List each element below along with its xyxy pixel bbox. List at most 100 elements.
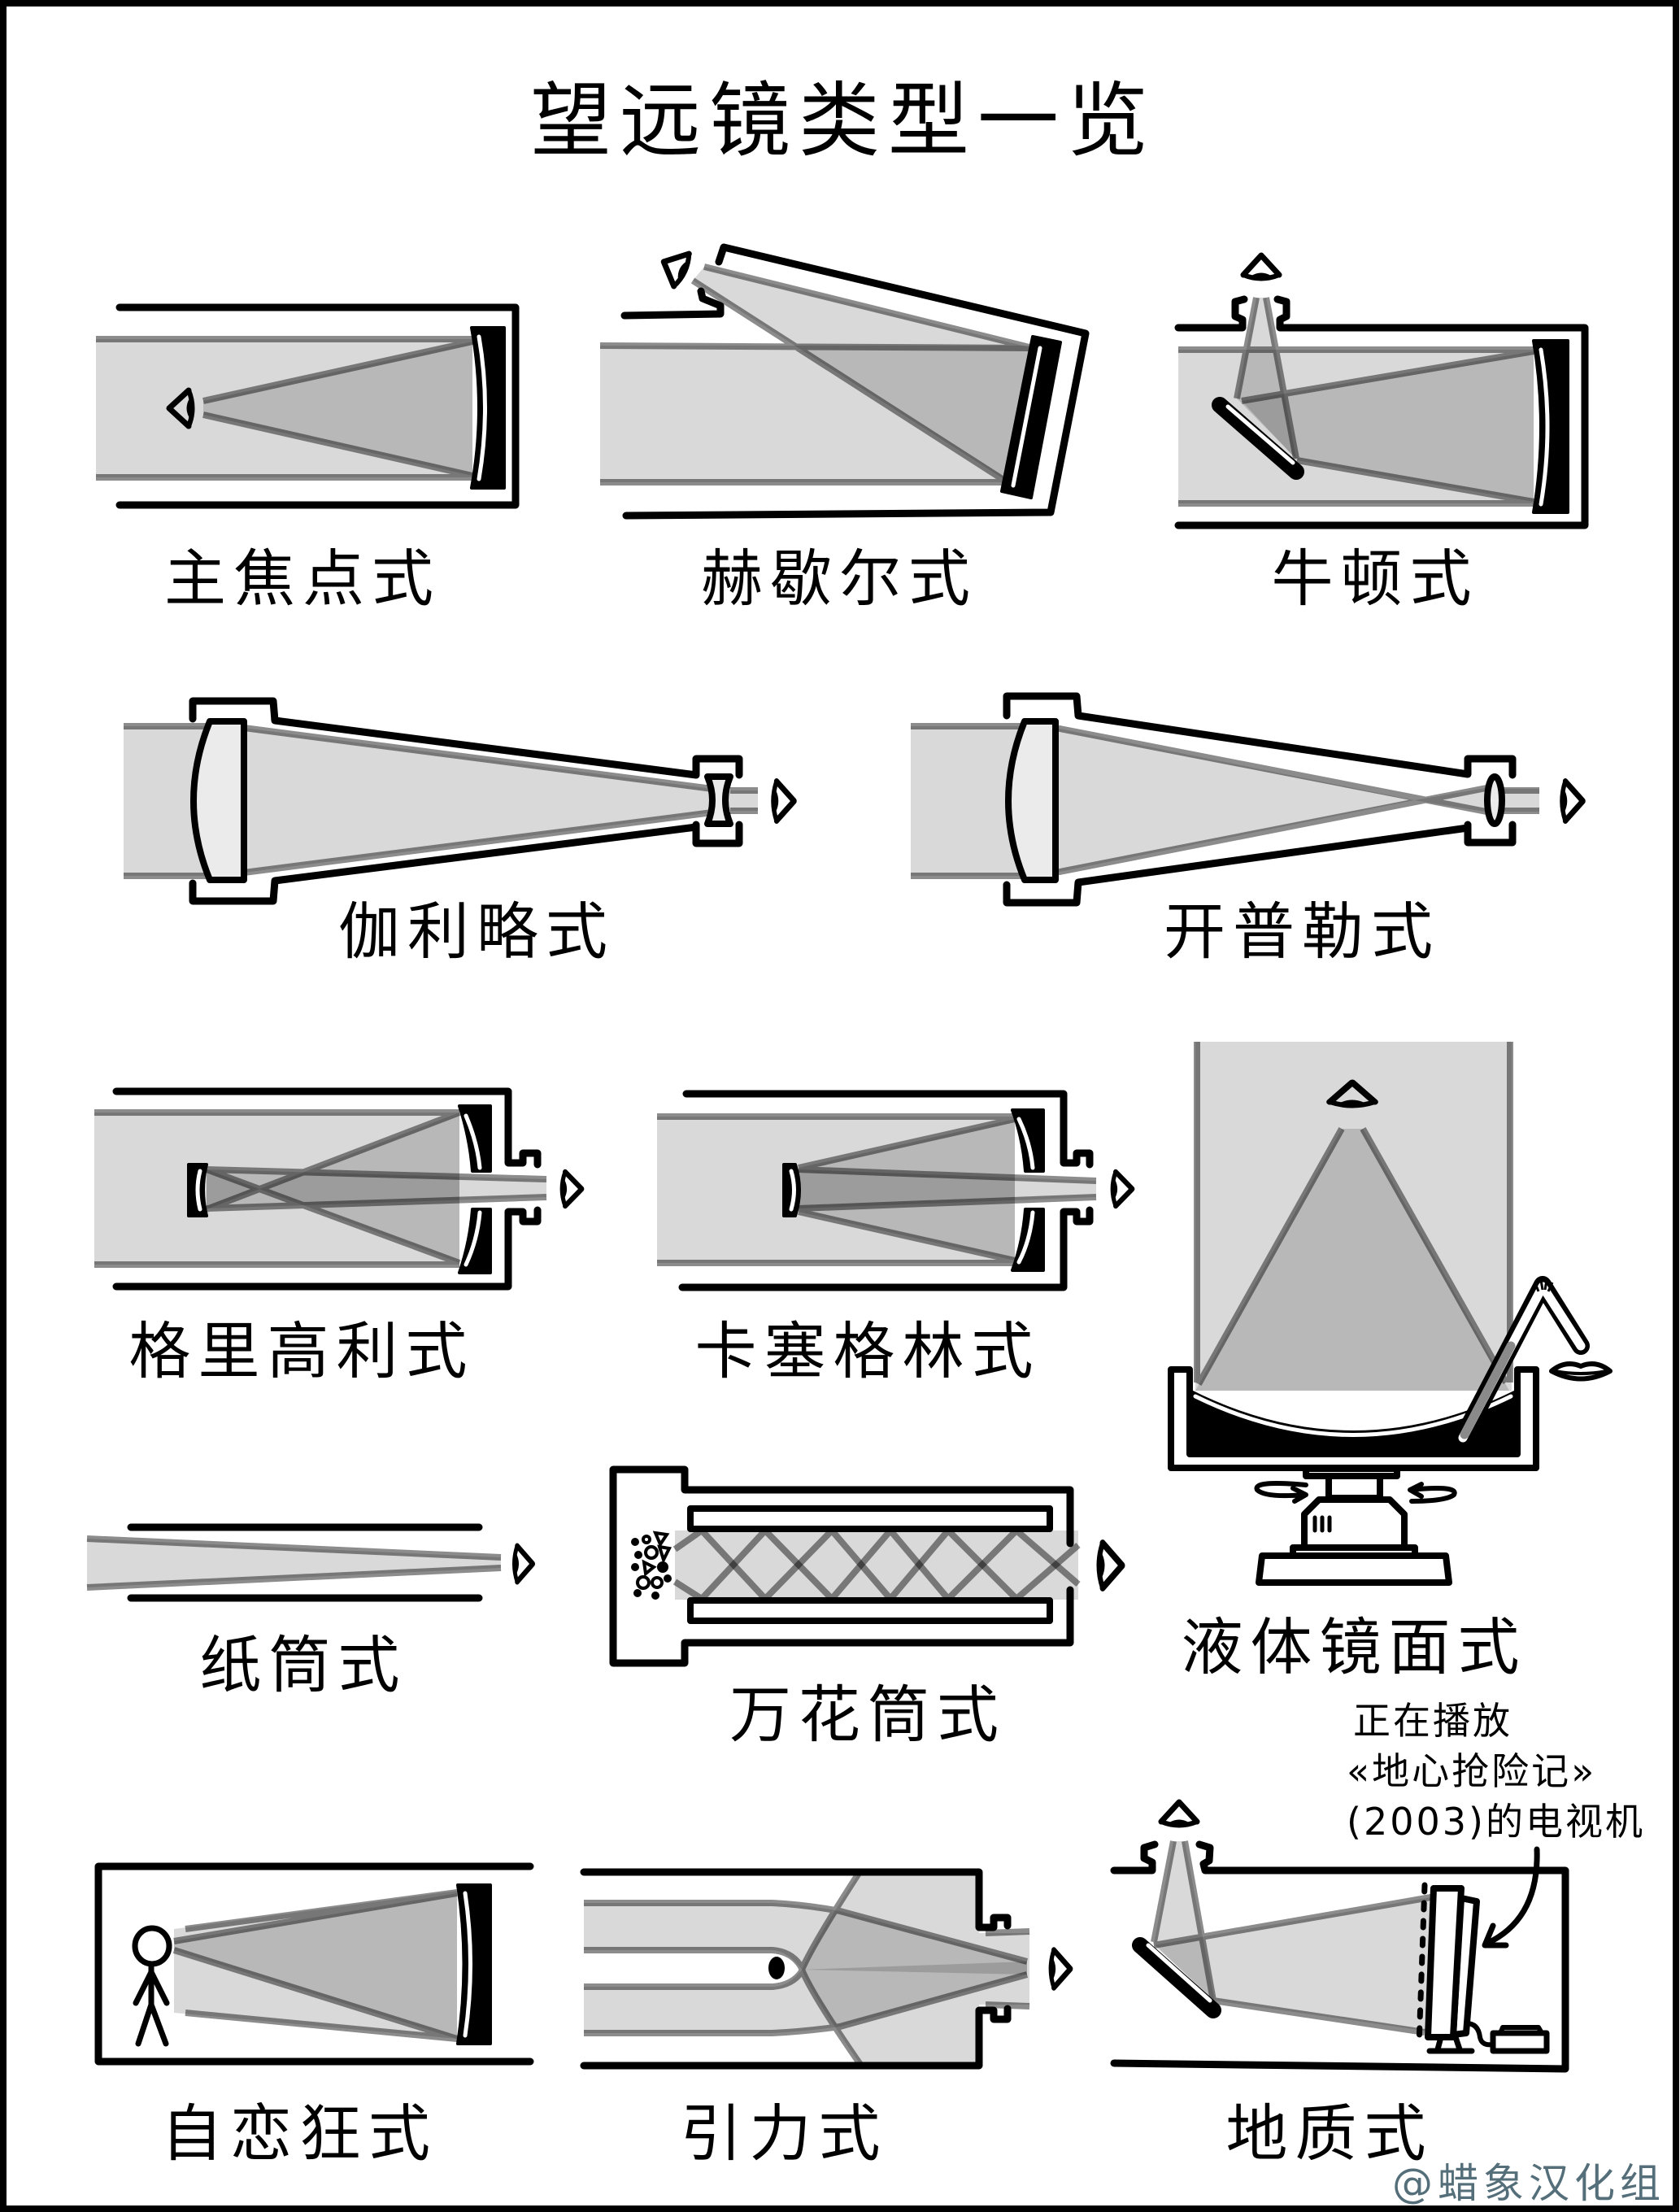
refracted-light-cone	[1055, 728, 1414, 873]
diagonal-mirror	[1212, 397, 1304, 480]
beam-edges	[911, 723, 1539, 879]
bead	[651, 1576, 664, 1589]
objective-lens	[190, 718, 247, 883]
stick-figure-body	[133, 1961, 170, 2047]
beam-edges	[94, 1109, 547, 1268]
focused-light-cone	[1242, 351, 1534, 502]
stick-figure	[132, 1925, 172, 2047]
annotation-arrow-icon	[1482, 1846, 1540, 1949]
telescope-tube	[115, 303, 520, 509]
lips	[1549, 1361, 1613, 1382]
beam-edges	[657, 1113, 1097, 1266]
reflected-ray-a	[672, 1527, 1081, 1602]
reflected-light-beam	[207, 1169, 546, 1208]
telescope-label: 格里高利式	[129, 1315, 475, 1387]
paper-tube-walls	[127, 1523, 483, 1602]
incoming-light-beam	[94, 1113, 459, 1265]
motor-base-plate	[1256, 1552, 1452, 1586]
telescope-geological: 正在播放 «地心抢险记» (2003)的电视机 地质式	[1110, 1699, 1645, 2170]
eyepiece-light-beam	[1495, 789, 1539, 812]
secondary-mirror-surface	[789, 1169, 796, 1212]
focused-light-cone	[203, 342, 472, 476]
diverging-light-cone	[1414, 786, 1495, 813]
reflected-ray-b	[672, 1527, 1081, 1602]
incoming-light-beam	[1195, 1042, 1512, 1391]
telescope-tube	[620, 243, 1090, 520]
incoming-light-beam	[124, 726, 211, 876]
focused-light-cone	[1195, 1129, 1509, 1391]
eyepiece-light-cone	[1154, 1841, 1215, 2002]
translator-watermark: @蜡象汉化组	[1392, 2160, 1665, 2207]
telescope-tube	[94, 1862, 534, 2066]
light-beam	[174, 1891, 457, 2039]
telescope-cassegrain: 卡塞格林式	[657, 1090, 1132, 1387]
telescope-tube	[1110, 1840, 1569, 2073]
telescope-tube	[189, 697, 743, 905]
telescope-tube	[112, 1087, 542, 1291]
telescope-newtonian: 牛顿式	[1174, 255, 1589, 615]
dvd-player-top	[1498, 2025, 1544, 2036]
eyepiece-light-beam	[979, 1933, 1029, 2005]
annotation-line: (2003)的电视机	[1347, 1800, 1645, 1844]
telescope-label: 地质式	[1226, 2097, 1434, 2170]
bead	[644, 1545, 659, 1560]
lips-outline	[1549, 1361, 1613, 1382]
focused-light-cone	[799, 1119, 1015, 1261]
focused-light-cone	[207, 1113, 459, 1263]
mirror-surface	[477, 334, 487, 481]
beam-edges	[599, 263, 1034, 486]
telescope-label: 牛顿式	[1272, 542, 1479, 615]
convex-eyepiece-lens	[1484, 773, 1505, 827]
screen-light-beam	[1154, 1896, 1435, 2032]
telescope-tube	[1174, 295, 1589, 529]
diagonal-mirror	[1132, 1937, 1221, 2018]
eyepiece-light-cone	[1237, 298, 1296, 459]
motor-body	[1301, 1496, 1408, 1551]
upper-mirror-bar	[687, 1505, 1053, 1532]
lips-line	[1554, 1369, 1608, 1375]
telescope-prime-focus: 主焦点式	[96, 303, 520, 615]
lower-light-band	[584, 1962, 1027, 2033]
telescope-label: 液体镜面式	[1182, 1611, 1527, 1683]
telescope-label: 开普勒式	[1164, 895, 1440, 968]
bead	[657, 1561, 668, 1573]
bead	[634, 1551, 642, 1559]
straw-liquid	[1460, 1341, 1516, 1439]
incoming-light-beam	[911, 726, 1026, 876]
turntable-motor	[1254, 1465, 1457, 1586]
bead	[642, 1559, 657, 1577]
telescope-label: 万花筒式	[729, 1679, 1006, 1751]
telescope-label: 卡塞格林式	[695, 1315, 1041, 1387]
telescope-gregorian: 格里高利式	[94, 1087, 581, 1387]
primary-mirror	[1532, 339, 1569, 514]
tv-cable	[1464, 2021, 1495, 2048]
mirror-surface	[464, 1113, 482, 1267]
annotation-line: 正在播放	[1353, 1699, 1512, 1743]
liquid-mercury	[1190, 1389, 1517, 1454]
telescope-herschelian: 赫歇尔式	[599, 243, 1090, 615]
beam-edges	[1178, 297, 1534, 507]
drinking-straw	[1454, 1276, 1590, 1447]
telescope-label: 引力式	[681, 2097, 888, 2170]
lower-mirror-bar	[687, 1597, 1053, 1624]
beam-edges	[1151, 1840, 1436, 2036]
turntable-neck	[1325, 1473, 1383, 1501]
focused-light-cone	[693, 267, 1033, 480]
telescope-keplerian: 开普勒式	[911, 692, 1583, 968]
dvd-player	[1490, 2030, 1550, 2054]
bead	[631, 1538, 639, 1546]
secondary-mirror	[782, 1163, 801, 1217]
incoming-light-beam	[657, 1117, 1015, 1263]
telescope-paper-tube: 纸筒式	[86, 1523, 533, 1701]
primary-mirror	[456, 1883, 492, 2045]
telescope-tube	[1003, 692, 1517, 907]
beam-edges	[124, 723, 758, 879]
telescope-label: 赫歇尔式	[701, 542, 977, 615]
rotation-arrow-left-icon	[1254, 1481, 1308, 1504]
rotation-arrow-right-icon	[1408, 1482, 1457, 1504]
secondary-mirror-surface	[195, 1169, 202, 1212]
diagonal-mirror-surface	[1146, 1943, 1212, 2003]
light-beam	[675, 1531, 1078, 1600]
